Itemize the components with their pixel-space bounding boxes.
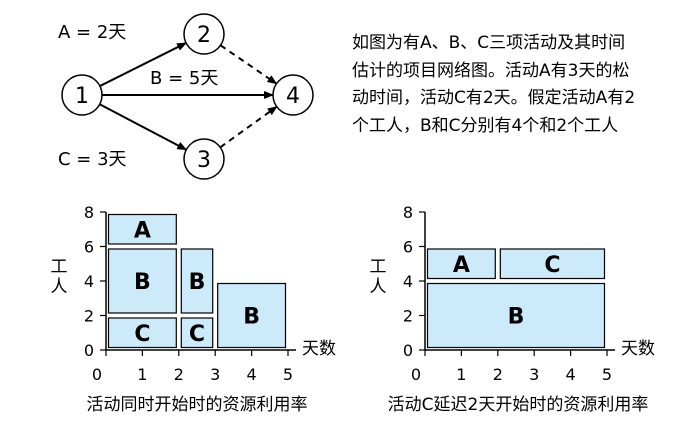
node-circle — [183, 138, 225, 180]
y-tick-label: 2 — [403, 307, 413, 326]
node-circle — [272, 74, 314, 116]
y-tick-label: 0 — [403, 341, 413, 360]
description-text: 如图为有A、B、C三项活动及其时间 估计的项目网络图。活动A有3天的松 动时间，… — [352, 30, 687, 140]
resource-block-label: B — [189, 270, 206, 295]
x-tick-label: 2 — [493, 365, 503, 384]
x-axis-label: 天数 — [302, 339, 336, 359]
y-tick-label: 8 — [84, 203, 94, 222]
description-line: 动时间，活动C有2天。假定活动A有2 — [352, 88, 636, 108]
x-tick-label: 4 — [247, 365, 257, 384]
dummy-arrow — [219, 105, 278, 149]
y-tick-label: 6 — [84, 238, 94, 257]
activity-arrow — [99, 103, 188, 151]
activity-arrow — [99, 42, 188, 87]
y-tick-label: 8 — [403, 203, 413, 222]
description-line: 如图为有A、B、C三项活动及其时间 — [352, 33, 626, 53]
resource-block-label: B — [134, 270, 151, 295]
description-line: 个工人，B和C分别有4个和2个工人 — [352, 115, 619, 136]
node-circle — [183, 13, 225, 55]
resource-block — [107, 248, 177, 314]
y-tick-label: 4 — [403, 272, 413, 291]
resource-block-label: C — [544, 253, 560, 278]
activity-duration-label: C = 3天 — [58, 149, 127, 170]
y-axis-label: 工 — [370, 257, 387, 277]
y-tick-label: 0 — [84, 341, 94, 360]
y-axis-label: 人 — [370, 277, 387, 297]
x-tick-label: 5 — [602, 365, 612, 384]
resource-block — [180, 248, 214, 314]
y-axis-label: 工 — [51, 257, 68, 277]
y-tick-label: 4 — [84, 272, 94, 291]
resource-block-label: B — [508, 305, 525, 330]
x-tick-label: 2 — [174, 365, 184, 384]
resource-block — [426, 248, 496, 280]
activity-duration-label: B = 5天 — [150, 68, 218, 89]
network-diagram: 1 2 3 4 A = 2天 B = 5天 C = 3天 — [58, 13, 314, 180]
resource-block-label: B — [243, 305, 260, 330]
x-tick-label: 4 — [566, 365, 576, 384]
x-tick-label: 5 — [283, 365, 293, 384]
resource-block-label: A — [134, 218, 151, 243]
node-label: 1 — [75, 84, 89, 109]
resource-block-label: C — [134, 322, 150, 347]
node-label: 2 — [197, 23, 211, 48]
x-tick-label: 0 — [411, 365, 421, 384]
resource-block — [499, 248, 606, 280]
x-tick-label: 0 — [92, 365, 102, 384]
x-tick-label: 1 — [137, 365, 147, 384]
node-circle — [61, 74, 103, 116]
chart-caption: 活动同时开始时的资源利用率 — [87, 395, 308, 415]
resource-block — [107, 317, 177, 349]
x-tick-label: 3 — [529, 365, 539, 384]
x-axis-label: 天数 — [621, 339, 655, 359]
y-tick-label: 2 — [84, 307, 94, 326]
y-tick-label: 6 — [403, 238, 413, 257]
chart-caption: 活动C延迟2天开始时的资源利用率 — [388, 395, 649, 415]
resource-block-label: C — [189, 322, 205, 347]
resource-block — [180, 317, 214, 349]
description-line: 估计的项目网络图。活动A有3天的松 — [352, 60, 630, 81]
resource-block — [107, 213, 177, 245]
dummy-arrow — [219, 44, 278, 85]
y-axis-label: 人 — [51, 277, 68, 297]
x-tick-label: 3 — [210, 365, 220, 384]
resource-block — [217, 282, 287, 349]
x-tick-label: 1 — [456, 365, 466, 384]
node-label: 4 — [286, 84, 300, 109]
activity-duration-label: A = 2天 — [58, 22, 126, 43]
resource-block — [426, 282, 606, 349]
node-label: 3 — [197, 148, 211, 173]
resource-block-label: A — [453, 253, 470, 278]
